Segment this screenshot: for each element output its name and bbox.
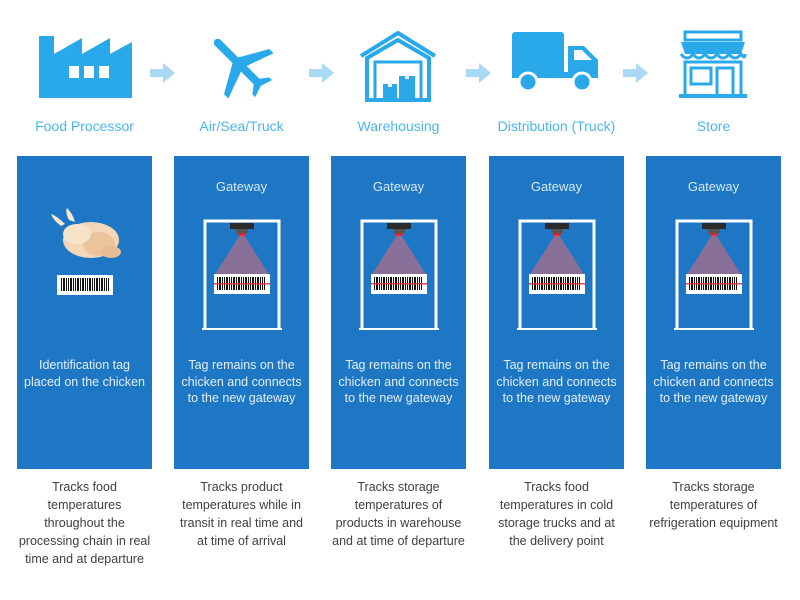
stage-warehousing: Warehousing Gateway Tag remains on the c… (331, 0, 466, 600)
stage-food-processor: Food Processor Identification tag placed… (17, 0, 152, 600)
stage-panel: Gateway Tag remains on the chicken and c… (646, 156, 781, 469)
stage-description: Tracks food temperatures in cold storage… (498, 480, 615, 548)
gateway-scanner-icon (517, 218, 597, 330)
airplane-icon (181, 28, 301, 108)
stage-description: Tracks product temperatures while in tra… (180, 480, 303, 548)
panel-text: Tag remains on the chicken and connects … (653, 358, 774, 405)
gateway-label: Gateway (687, 179, 740, 194)
stage-description: Tracks storage temperatures of products … (332, 480, 465, 548)
stage-panel: Gateway Tag remains on the chicken and c… (489, 156, 624, 469)
gateway-label: Gateway (372, 179, 425, 194)
stage-store: Store Gateway Tag remains on the chicken… (646, 0, 781, 600)
gateway-scanner-icon (674, 218, 754, 330)
stage-air-sea-truck: Air/Sea/Truck Gateway Tag remains on the… (174, 0, 309, 600)
gateway-scanner-icon (359, 218, 439, 330)
gateway-scanner-icon (202, 218, 282, 330)
barcode-tag-icon (57, 275, 113, 295)
factory-icon (24, 28, 144, 108)
stage-title: Store (696, 118, 731, 134)
stage-panel: Gateway Tag remains on the chicken and c… (331, 156, 466, 469)
gateway-label: Gateway (215, 179, 268, 194)
stage-title: Warehousing (357, 118, 440, 134)
gateway-label: Gateway (530, 179, 583, 194)
stage-title: Distribution (Truck) (497, 118, 616, 134)
warehouse-icon (338, 28, 458, 108)
roast-chicken-icon (51, 208, 121, 258)
arrow-right-icon (309, 63, 334, 83)
arrow-right-icon (150, 63, 175, 83)
panel-text: Tag remains on the chicken and connects … (496, 358, 617, 405)
stage-description: Tracks storage temperatures of refrigera… (649, 480, 778, 530)
truck-icon (496, 28, 616, 108)
stage-distribution-truck: Distribution (Truck) Gateway Tag remains… (489, 0, 624, 600)
panel-text: Tag remains on the chicken and connects … (181, 358, 302, 405)
stage-panel: Gateway Tag remains on the chicken and c… (174, 156, 309, 469)
panel-text: Identification tag placed on the chicken (24, 358, 145, 389)
stage-title: Air/Sea/Truck (199, 118, 284, 134)
stage-title: Food Processor (35, 118, 134, 134)
store-icon (653, 28, 773, 108)
arrow-right-icon (466, 63, 491, 83)
stage-description: Tracks food temperatures throughout the … (18, 480, 151, 566)
stage-panel: Identification tag placed on the chicken (17, 156, 152, 469)
panel-text: Tag remains on the chicken and connects … (338, 358, 459, 405)
arrow-right-icon (623, 63, 648, 83)
